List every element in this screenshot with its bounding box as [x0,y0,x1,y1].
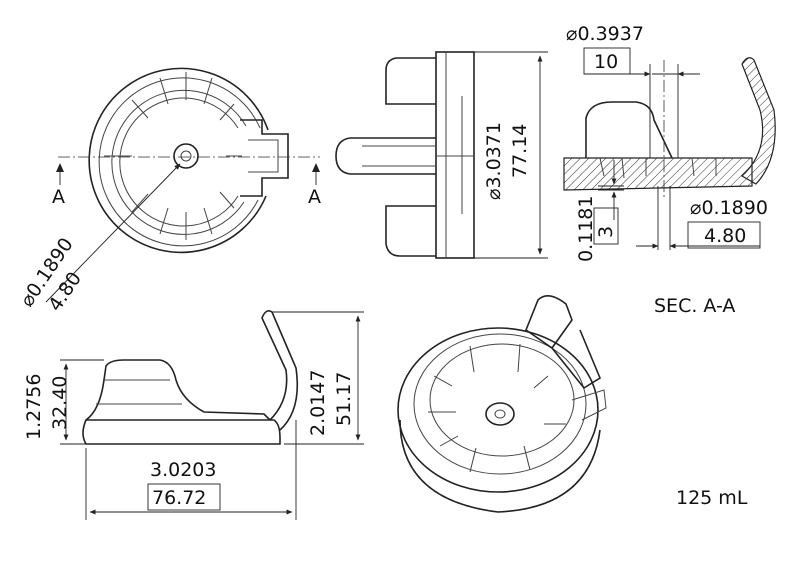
section-marker-left: A [52,186,65,208]
section-view: ⌀0.3937 10 ⌀0.1890 4.80 0.1181 3 SEC. A-… [563,23,776,317]
section-top-dia-in: ⌀0.3937 [566,23,644,45]
front-height-mm: 32.40 [49,376,71,430]
front-total-height-in: 2.0147 [307,370,329,436]
front-width-in: 3.0203 [150,459,216,481]
front-total-height-mm: 51.17 [333,372,355,426]
side-dia-in: ⌀3.0371 [483,122,505,200]
top-view: A A ⌀0.1890 4.80 [16,67,321,315]
side-view: ⌀3.0371 77.14 [335,51,548,259]
side-dia-mm: 77.14 [509,124,531,178]
section-title: SEC. A-A [654,295,735,317]
front-view: 1.2756 32.40 2.0147 51.17 3.0203 76.72 [23,310,364,520]
isometric-view [397,295,607,513]
front-height-in: 1.2756 [23,374,45,440]
section-marker-right: A [308,186,321,208]
section-depth-mm: 3 [595,226,617,238]
capacity-label: 125 mL [676,487,748,509]
front-width-mm: 76.72 [152,487,206,509]
section-hole-dia-in: ⌀0.1890 [690,197,768,219]
section-depth-in: 0.1181 [575,196,597,262]
section-top-dia-mm: 10 [594,51,618,73]
section-hole-dia-mm: 4.80 [704,225,746,247]
